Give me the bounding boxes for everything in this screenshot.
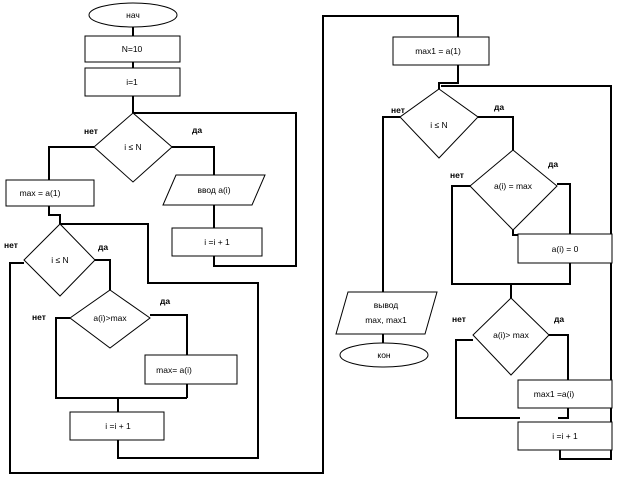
right-loop-cond-label: i ≤ N <box>430 120 447 130</box>
eq-yes-label: да <box>548 159 558 169</box>
input-block: ввод a(i) <box>162 174 266 206</box>
right-inc-label: i =i + 1 <box>552 431 578 441</box>
loop2-no-label: нет <box>4 240 18 250</box>
max1-init-block: max1 = a(1) <box>392 36 490 66</box>
end-terminal: кон <box>339 342 429 368</box>
right-loop-yes-label: да <box>494 102 504 112</box>
compare-decision: a(i)>max <box>69 289 151 349</box>
right-compare-decision: a(i)> max <box>472 297 550 376</box>
loop1-no-label: нет <box>84 126 98 136</box>
n-assign-label: N=10 <box>122 44 143 54</box>
max-assign-block: max= a(i) <box>144 354 238 385</box>
loop2-yes-label: да <box>98 242 108 252</box>
max-assign-label: max= a(i) <box>156 365 192 375</box>
connector-lines <box>9 15 612 474</box>
right-compare-yes-label: да <box>554 314 564 324</box>
input-label: ввод a(i) <box>197 185 230 195</box>
i-init-block: i=1 <box>84 67 181 97</box>
right-inc-block: i =i + 1 <box>517 421 613 451</box>
compare-yes-label: да <box>160 296 170 306</box>
right-loop-no-label: нет <box>391 105 405 115</box>
loop2-decision: i ≤ N <box>23 223 96 297</box>
n-assign-block: N=10 <box>84 35 181 63</box>
start-terminal: нач <box>88 2 178 28</box>
output-label-line2: max, max1 <box>365 315 407 325</box>
right-compare-cond-label: a(i)> max <box>493 330 529 340</box>
end-label: кон <box>377 350 391 360</box>
loop1-decision: i ≤ N <box>93 112 173 183</box>
compare-no-label: нет <box>32 312 46 322</box>
max1-assign-label: max1 =a(i) <box>534 389 575 399</box>
eq-decision: a(i) = max <box>469 149 558 231</box>
max1-init-label: max1 = a(1) <box>415 46 461 56</box>
inc2-label: i =i + 1 <box>105 421 131 431</box>
max-init-label: max = a(1) <box>20 188 61 198</box>
eq-cond-label: a(i) = max <box>494 181 533 191</box>
loop1-cond-label: i ≤ N <box>124 142 141 152</box>
zero-assign-block: a(i) = 0 <box>517 233 613 264</box>
right-loop-decision: i ≤ N <box>399 88 479 159</box>
output-block: вывод max, max1 <box>335 291 438 335</box>
output-label-line1: вывод <box>374 300 399 310</box>
compare-cond-label: a(i)>max <box>93 313 127 323</box>
max-init-block: max = a(1) <box>5 179 95 207</box>
i-init-label: i=1 <box>126 77 138 87</box>
inc2-block: i =i + 1 <box>69 411 165 441</box>
zero-assign-label: a(i) = 0 <box>552 244 579 254</box>
inc1-block: i =i + 1 <box>171 227 263 257</box>
loop2-cond-label: i ≤ N <box>51 255 68 265</box>
start-label: нач <box>126 10 140 20</box>
eq-no-label: нет <box>450 170 464 180</box>
inc1-label: i =i + 1 <box>204 237 230 247</box>
right-compare-no-label: нет <box>452 314 466 324</box>
max1-assign-block: max1 =a(i) <box>517 379 613 409</box>
loop1-yes-label: да <box>192 125 202 135</box>
